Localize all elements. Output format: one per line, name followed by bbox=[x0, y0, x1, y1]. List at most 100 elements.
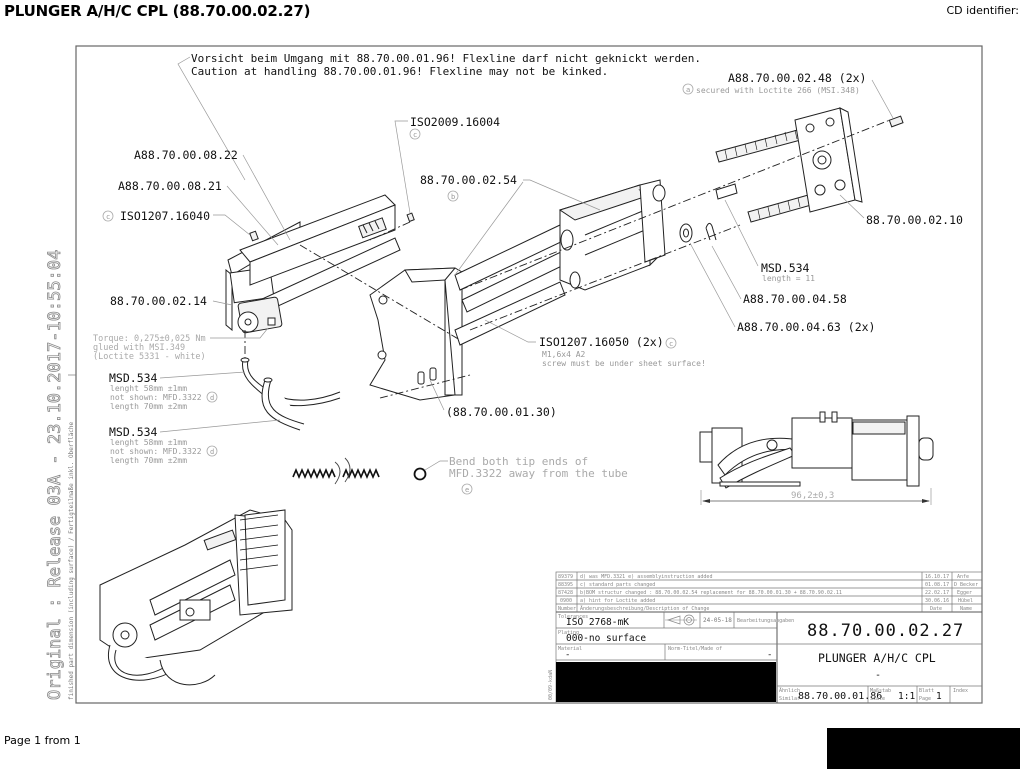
plating-value: 000-no surface bbox=[566, 633, 646, 644]
callout-a88-70-00-04-58: A88.70.00.04.58 bbox=[711, 245, 847, 306]
svg-text:secured with Loctite 266 (MSI.: secured with Loctite 266 (MSI.348) bbox=[696, 86, 860, 95]
svg-text:screw must be under sheet surf: screw must be under sheet surface! bbox=[542, 359, 706, 368]
drawing-subtitle: - bbox=[875, 670, 881, 681]
svg-text:length 70mm ±2mm: length 70mm ±2mm bbox=[110, 456, 187, 465]
svg-text:30.06.16: 30.06.16 bbox=[925, 598, 949, 604]
svg-text:Egger: Egger bbox=[957, 590, 972, 596]
callout-iso1207-16050: ISO1207.16050 (2x) c M1,6x4 A2 screw mus… bbox=[484, 319, 706, 368]
callout-a88-70-00-08-22: A88.70.00.08.22 bbox=[134, 148, 291, 241]
side-code: 00/09-kdaN bbox=[548, 670, 554, 700]
svg-text:a: a bbox=[686, 86, 690, 94]
svg-text:not shown: MFD.3322: not shown: MFD.3322 bbox=[110, 393, 202, 402]
callout-88-70-00-02-10: 88.70.00.02.10 bbox=[839, 194, 963, 227]
svg-text:MFD.3322 away from the tube: MFD.3322 away from the tube bbox=[449, 467, 628, 480]
svg-text:A88.70.00.08.21: A88.70.00.08.21 bbox=[118, 179, 222, 193]
index-label: Index bbox=[953, 688, 968, 694]
plating-label: Plating bbox=[558, 630, 579, 636]
svg-text:c: c bbox=[669, 340, 673, 348]
svg-text:a) hint for Loctite added: a) hint for Loctite added bbox=[580, 598, 655, 604]
callout-a88-70-00-04-63: A88.70.00.04.63 (2x) bbox=[689, 242, 875, 334]
drawing-number: 88.70.00.02.27 bbox=[807, 621, 964, 641]
svg-text:16.10.17: 16.10.17 bbox=[925, 574, 949, 580]
callout-a88-70-00-08-21: A88.70.00.08.21 bbox=[118, 179, 279, 246]
svg-text:MSD.534: MSD.534 bbox=[109, 425, 158, 439]
svg-text:lenght 58mm ±1mm: lenght 58mm ±1mm bbox=[110, 438, 187, 447]
svg-text:Änderungsbeschreibung/Descript: Änderungsbeschreibung/Description of Cha… bbox=[580, 605, 709, 612]
cd-identifier-label: CD identifier: bbox=[946, 4, 1019, 17]
svg-text:glued with MSI.349: glued with MSI.349 bbox=[93, 343, 185, 353]
document-title: PLUNGER A/H/C CPL (88.70.00.02.27) bbox=[4, 2, 311, 20]
isometric-view bbox=[99, 509, 293, 686]
caution-note-de: Vorsicht beim Umgang mit 88.70.00.01.96!… bbox=[191, 52, 701, 65]
svg-text:Ähnlich: Ähnlich bbox=[779, 687, 800, 694]
page-value: 1 bbox=[936, 691, 942, 702]
callout-msd534-upper: MSD.534 lenght 58mm ±1mm not shown: MFD.… bbox=[109, 371, 246, 411]
svg-text:b: b bbox=[451, 193, 455, 201]
svg-text:01.08.17: 01.08.17 bbox=[925, 582, 949, 588]
callout-iso2009-16004: ISO2009.16004 c bbox=[394, 115, 500, 214]
svg-text:Number: Number bbox=[558, 606, 576, 612]
revision-header-row: Number Änderungsbeschreibung/Description… bbox=[558, 605, 972, 612]
svg-text:c) standard parts changed: c) standard parts changed bbox=[580, 582, 655, 588]
svg-text:c: c bbox=[413, 131, 417, 139]
svg-text:ISO2009.16004: ISO2009.16004 bbox=[410, 115, 500, 129]
callout-a88-70-00-02-48: A88.70.00.02.48 (2x) a secured with Loct… bbox=[682, 71, 894, 119]
exploded-assembly-view bbox=[225, 107, 904, 431]
svg-text:length = 11: length = 11 bbox=[762, 274, 815, 283]
svg-text:Name: Name bbox=[960, 606, 972, 612]
callout-msd534-lower: MSD.534 lenght 58mm ±1mm not shown: MFD.… bbox=[109, 419, 281, 465]
callout-88-70-00-02-54: 88.70.00.02.54 b bbox=[420, 173, 601, 276]
similar-drawing-number: 88.70.00.01.86 bbox=[798, 691, 882, 702]
drawing-frame bbox=[75, 45, 983, 704]
svg-text:d: d bbox=[210, 394, 214, 402]
surface-note-text: finished part dimension (including surfa… bbox=[68, 421, 75, 700]
scale-value: 1:1 bbox=[898, 691, 915, 702]
tolerances-label: Tolerances bbox=[558, 614, 588, 620]
svg-text:A88.70.00.04.58: A88.70.00.04.58 bbox=[743, 292, 847, 306]
svg-text:Page: Page bbox=[919, 696, 931, 702]
svg-text:Blatt: Blatt bbox=[919, 688, 934, 694]
svg-text:A88.70.00.04.63 (2x): A88.70.00.04.63 (2x) bbox=[737, 320, 875, 334]
svg-text:A88.70.00.02.48 (2x): A88.70.00.02.48 (2x) bbox=[728, 71, 866, 85]
svg-text:Torque: 0,275±0,025 Nm: Torque: 0,275±0,025 Nm bbox=[93, 334, 206, 344]
svg-text:ISO1207.16050 (2x): ISO1207.16050 (2x) bbox=[539, 335, 664, 349]
svg-text:Maßstab: Maßstab bbox=[870, 688, 891, 694]
material-label: Material bbox=[558, 646, 582, 652]
revision-row-1: 89379 d) was MFD.3321 e) assemblyinstruc… bbox=[558, 574, 969, 580]
redacted-footer-box bbox=[827, 728, 1020, 769]
svg-text:D Becker: D Becker bbox=[954, 582, 978, 588]
redacted-signature-area bbox=[556, 662, 776, 702]
svg-text:MSD.534: MSD.534 bbox=[109, 371, 158, 385]
callout-88-70-00-01-30: (88.70.00.01.30) bbox=[429, 379, 557, 419]
callout-iso1207-16040: c ISO1207.16040 bbox=[102, 209, 251, 236]
norm-label: Norm-Titel/Made of bbox=[668, 646, 722, 652]
svg-text:88.70.00.02.14: 88.70.00.02.14 bbox=[110, 294, 207, 308]
caution-note-en: Caution at handling 88.70.00.01.96! Flex… bbox=[191, 65, 608, 78]
tolerances-value: ISO 2768-mK bbox=[566, 617, 629, 628]
svg-text:length 70mm ±2mm: length 70mm ±2mm bbox=[110, 402, 187, 411]
callout-msd534-right: MSD.534 length = 11 bbox=[724, 199, 815, 283]
svg-text:(88.70.00.01.30): (88.70.00.01.30) bbox=[446, 405, 557, 419]
svg-text:M1,6x4 A2: M1,6x4 A2 bbox=[542, 350, 586, 359]
drawing-title: PLUNGER A/H/C CPL bbox=[818, 651, 936, 665]
norm-value: - bbox=[767, 650, 772, 660]
svg-text:88.70.00.02.54: 88.70.00.02.54 bbox=[420, 173, 517, 187]
revision-row-2: 88395 c) standard parts changed 01.08.17… bbox=[558, 582, 978, 588]
svg-text:88395: 88395 bbox=[558, 582, 573, 588]
projection-date: 24-05-18 bbox=[703, 617, 732, 624]
svg-text:d) was MFD.3321 e) assemblyi: d) was MFD.3321 e) assemblyinstruction a… bbox=[580, 574, 712, 580]
svg-text:MSD.534: MSD.534 bbox=[761, 261, 810, 275]
svg-text:ISO1207.16040: ISO1207.16040 bbox=[120, 209, 210, 223]
torque-note: Torque: 0,275±0,025 Nm glued with MSI.34… bbox=[93, 327, 269, 362]
overall-length-dimension: 96,2±0,3 bbox=[791, 491, 834, 501]
projection-symbol-icon bbox=[665, 614, 697, 626]
svg-text:88.70.00.02.10: 88.70.00.02.10 bbox=[866, 213, 963, 227]
svg-text:22.02.17: 22.02.17 bbox=[925, 590, 949, 596]
svg-text:c: c bbox=[106, 213, 110, 221]
page-indicator: Page 1 from 1 bbox=[4, 734, 81, 747]
svg-text:Similar: Similar bbox=[779, 696, 800, 702]
svg-text:(Loctite 5331 - white): (Loctite 5331 - white) bbox=[93, 352, 206, 362]
svg-text:b)BOM structur changed : 88.70: b)BOM structur changed : 88.70.00.02.54 … bbox=[580, 590, 842, 596]
svg-text:Anfe: Anfe bbox=[957, 574, 969, 580]
